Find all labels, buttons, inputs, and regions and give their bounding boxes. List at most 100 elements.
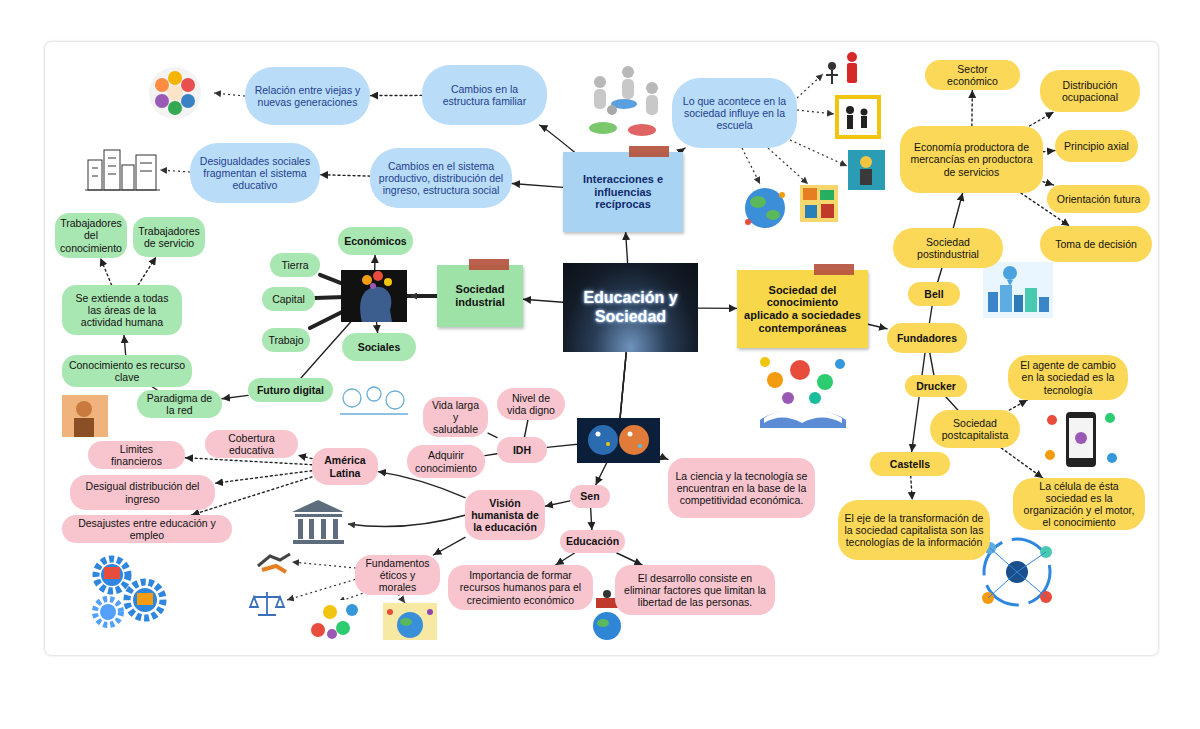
brain-heads-illustration [628, 432, 633, 437]
topic-pill: Trabajadores de servicio [133, 217, 205, 257]
node-text: Cambios en la estructura familiar [428, 83, 541, 107]
world-people-icon [383, 603, 437, 640]
businessman-icon [826, 70, 838, 84]
head-illustration [341, 270, 407, 322]
node-text: Educación [566, 535, 619, 547]
connector-arrow [946, 397, 958, 410]
node-text: Futuro digital [257, 384, 324, 396]
node-text: Sector económico [931, 63, 1014, 87]
leader-line [410, 295, 437, 296]
institution-building-icon [292, 500, 344, 544]
connector-arrow [545, 501, 570, 506]
connector-arrow [222, 395, 248, 398]
topic-pill: Paradigma de la red [137, 390, 222, 418]
collage-icon [803, 188, 817, 200]
node-text: El eje de la transformación de la socied… [844, 512, 984, 548]
connector-arrow [971, 90, 973, 126]
phone-icons-illustration [1047, 415, 1057, 425]
people-group-icon [594, 89, 606, 109]
gears-people-icon [127, 582, 163, 618]
institution-building-icon [295, 514, 342, 517]
topic-pill: Principio axial [1055, 130, 1138, 162]
worker-icon [860, 169, 872, 185]
brain-heads-illustration [596, 432, 601, 437]
topic-pill: Se extiende a todas las áreas de la acti… [62, 285, 182, 335]
reading-globe-icon [603, 590, 611, 598]
family-icon [168, 101, 182, 115]
open-book-illustration [802, 412, 842, 423]
city-sketch [88, 160, 102, 190]
diverse-hands-icon [346, 604, 358, 616]
thinker-illustration [76, 401, 92, 417]
collage-icon [800, 185, 838, 222]
brain-heads-illustration [577, 418, 660, 463]
globe-icon [750, 196, 766, 208]
node-text: La ciencia y la tecnología se encuentran… [674, 470, 809, 506]
diverse-hands-icon [310, 600, 360, 640]
connector-arrow [100, 258, 111, 285]
node-text: Sen [580, 490, 599, 502]
scales-icon [250, 597, 284, 607]
connector-arrow [626, 232, 628, 263]
head-illustration [373, 271, 383, 281]
gears-people-icon [100, 604, 116, 620]
people-group-icon [589, 122, 617, 134]
city-sketch [85, 190, 160, 191]
node-text: Vida larga y saludable [429, 399, 482, 435]
phone-icons-illustration [1045, 450, 1055, 460]
world-people-icon [400, 618, 412, 626]
businessman-icon [826, 52, 857, 84]
city-balloon-illustration [1039, 297, 1049, 312]
open-book-illustration [764, 412, 802, 423]
digital-future-sketch [367, 387, 381, 401]
family-icon [168, 71, 182, 85]
connector-arrow [1009, 400, 1027, 410]
city-balloon-illustration [983, 262, 1053, 318]
connector-arrow [1043, 151, 1055, 152]
family-icon [149, 67, 201, 119]
connector-arrow [911, 476, 913, 500]
globe-icon [779, 192, 785, 198]
sticky-note: Sociedad del conocimiento aplicado a soc… [737, 270, 868, 348]
world-people-icon [427, 609, 433, 615]
globe-icon [745, 219, 751, 225]
collage-icon [821, 204, 834, 218]
handshake-icon [262, 566, 286, 572]
node-text: Cobertura educativa [211, 432, 292, 456]
diverse-hands-icon [336, 621, 350, 635]
open-book-illustration [760, 413, 846, 429]
topic-pill: Orientación futura [1047, 185, 1150, 213]
thinker-illustration [62, 395, 108, 437]
node-text: Bell [924, 288, 943, 300]
open-book-illustration [782, 392, 794, 404]
topic-pill: Lo que acontece en la sociedad influye e… [672, 78, 797, 148]
topic-pill: América Latina [312, 448, 378, 485]
city-balloon-illustration [1000, 285, 1012, 312]
city-sketch [92, 158, 152, 176]
network-illustration [984, 539, 1050, 605]
world-people-icon [383, 603, 437, 640]
node-text: Principio axial [1064, 140, 1129, 152]
leader-line [214, 93, 245, 96]
family-frame-icon [846, 106, 854, 114]
topic-pill: Desajustes entre educación y empleo [62, 515, 232, 543]
topic-pill: Trabajadores del conocimiento [55, 213, 127, 258]
connector-arrow [929, 306, 932, 323]
globe-icon [766, 210, 780, 220]
phone-icons-illustration [1075, 432, 1087, 444]
connector-arrow [433, 537, 465, 555]
leader-line [287, 578, 360, 600]
topic-pill: Visión humanista de la educación [465, 490, 545, 540]
topic-pill: Relación entre viejas y nuevas generacio… [245, 67, 370, 125]
open-book-illustration [760, 357, 770, 367]
city-sketch [85, 150, 160, 190]
connector-arrow [953, 193, 962, 228]
brain-heads-illustration [577, 418, 660, 463]
reading-globe-icon [597, 619, 609, 627]
leader-line [797, 110, 834, 114]
node-text: Fundadores [897, 332, 957, 344]
topic-pill: Futuro digital [248, 378, 333, 402]
scales-icon [250, 592, 284, 615]
reading-globe-icon [593, 612, 621, 640]
worker-icon [860, 156, 872, 168]
